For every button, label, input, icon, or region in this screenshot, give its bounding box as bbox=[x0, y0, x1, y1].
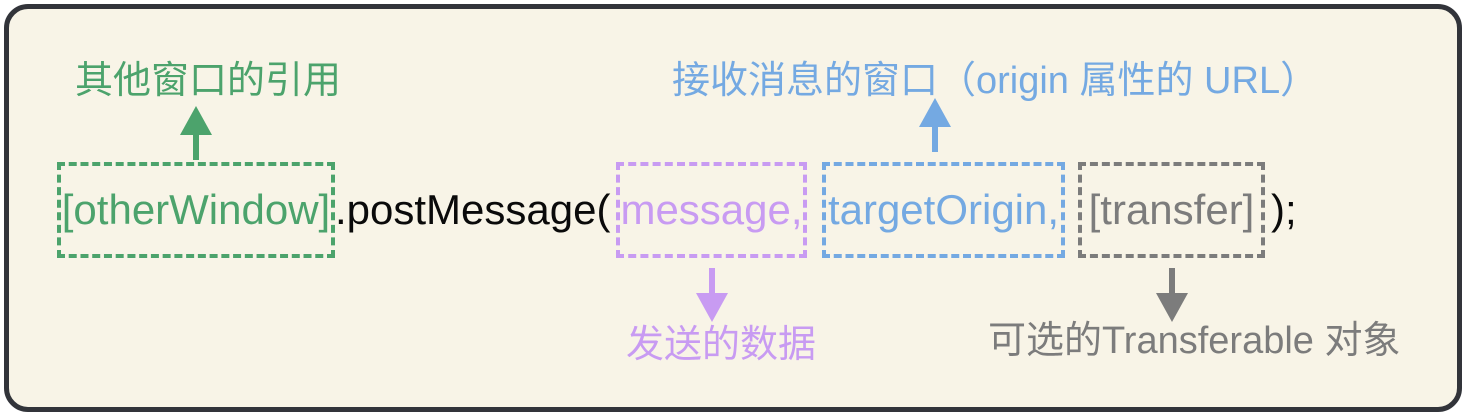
other-window-up-arrow-icon bbox=[179, 106, 213, 160]
code-message: message, bbox=[620, 186, 803, 233]
transfer-down-arrow-icon bbox=[1155, 268, 1189, 322]
code-closing: ); bbox=[1271, 186, 1297, 233]
annotation-label-transfer: 可选的Transferable 对象 bbox=[988, 320, 1401, 362]
annotation-label-other-window: 其他窗口的引用 bbox=[75, 60, 342, 102]
arrow-head bbox=[919, 98, 951, 127]
postmessage-syntax-panel bbox=[4, 4, 1462, 412]
arrow-stem bbox=[1169, 268, 1175, 293]
arrow-head bbox=[696, 293, 728, 322]
message-down-arrow-icon bbox=[695, 268, 729, 322]
target-origin-dashed-box: targetOrigin, bbox=[822, 162, 1065, 258]
transfer-dashed-box: [transfer] bbox=[1078, 162, 1265, 258]
annotation-label-target-origin: 接收消息的窗口（origin 属性的 URL） bbox=[672, 60, 1319, 102]
code-transfer: [transfer] bbox=[1088, 186, 1255, 233]
arrow-stem bbox=[709, 268, 715, 293]
arrow-head bbox=[1156, 293, 1188, 322]
target-origin-up-arrow-icon bbox=[918, 98, 952, 152]
code-other-window: [otherWindow] bbox=[61, 186, 331, 233]
code-post-message: .postMessage( bbox=[335, 186, 611, 233]
annotation-label-message: 发送的数据 bbox=[626, 324, 817, 366]
message-dashed-box: message, bbox=[616, 162, 807, 258]
other-window-dashed-box: [otherWindow] bbox=[57, 162, 335, 258]
arrow-stem bbox=[932, 127, 938, 152]
code-target-origin: targetOrigin, bbox=[827, 186, 1060, 233]
arrow-stem bbox=[193, 135, 199, 160]
arrow-head bbox=[180, 106, 212, 135]
